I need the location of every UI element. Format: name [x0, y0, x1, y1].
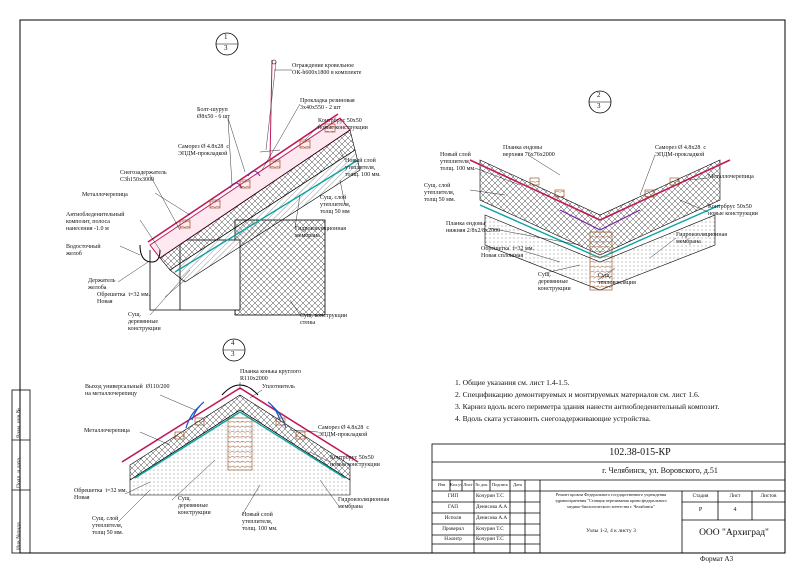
name-2: Денисова А.А [476, 515, 508, 521]
d4-metal-label: Металлочерепица [84, 428, 130, 434]
note-2: 2. Спецификацию демонтируемых и монтируе… [455, 390, 700, 399]
side-stamp-1: Взам. инв.№ [16, 407, 22, 438]
role-4: Н.контр [444, 536, 462, 542]
title-block-grid [431, 443, 786, 554]
d1-counter-label: Контрбрус 50x50 новые конструкции [318, 118, 368, 131]
d2-metal-label: Металлочерепица [708, 174, 754, 180]
d1-metal-label: Металлочерепица [82, 192, 128, 198]
sheet-title: Узлы 1-2, 4 к листу 3 [586, 528, 636, 534]
detail-2-valley [469, 90, 731, 291]
d1-wall-label: Сущ. конструкции стены [300, 313, 348, 326]
sheets-label: Листов [760, 493, 777, 499]
d4-seal-label: Уплотнитель [262, 384, 295, 390]
d4-wood-label: Сущ. деревянные конструкции [178, 496, 211, 516]
d2-new-layer-label: Новый слой утеплителя, толщ. 100 мм. [440, 152, 476, 172]
d2-wood-label: Сущ. деревянные конструкции [538, 272, 571, 292]
d4-outlet-label: Выход универсальный Ø110/200 на металлоч… [85, 384, 170, 397]
sheet-value: 4 [733, 507, 737, 513]
d1-snowguard-label: Снегозадержатель С3h150x3000 [120, 170, 167, 183]
head-list: Лист [463, 482, 473, 487]
role-1: ГАП [448, 504, 458, 510]
d2-exist-heat-label: Сущ. теплоизоляция [598, 273, 636, 286]
role-0: ГИП [447, 493, 459, 499]
d1-fence-label: Ограждение кровельное ОК-h600x1800 в ком… [292, 63, 362, 76]
d2-counter-label: Контрбрус 50x50 новые конструкции [708, 204, 758, 217]
note-4: 4. Вдоль ската установить снегозадержива… [455, 414, 651, 423]
stage-label: Стадия [692, 493, 709, 499]
d2-valley-bottom-label: Планка ендовы нижняя 2/8x2/8x2000 [446, 221, 501, 234]
sheet-frame [19, 19, 786, 554]
name-3: Кочурин Т.С [476, 526, 504, 532]
head-izm: Изм [437, 482, 446, 487]
head-koluch: Кол.уч [450, 482, 462, 487]
name-1: Денисова А.А [476, 504, 508, 510]
name-4: Кочурин Т.С [476, 536, 504, 542]
d2-screw-label: Саморез Ø 4.8x28 с ЭПДМ-прокладкой [655, 145, 707, 158]
name-0: Кочурин Т.С [476, 493, 504, 499]
detail-1-eave [117, 32, 361, 316]
d1-exist-ins-label: Сущ. слой утеплителя, толщ 50 мм [320, 195, 351, 215]
d1-gasket-label: Прокладка резиновая 3x40x550 - 2 шт [300, 98, 355, 111]
d1-new-layer-label: Новый слой утеплителя, толщ. 100 мм. [345, 158, 381, 178]
format-label: Формат А3 [700, 555, 734, 563]
sheet-label: Лист [729, 493, 741, 499]
role-2: Исполн [444, 515, 462, 521]
d2-valley-top-label: Планка ендовы верхняя 76x76x2000 [503, 145, 555, 158]
d4-board-label: Обрешетка t=32 мм. Новая [74, 488, 128, 501]
d1-board-label: Обрешетка t=32 мм. Новая [97, 292, 151, 305]
d4-exist-ins-label: Сущ. слой утеплителя, толщ 50 мм. [92, 516, 124, 536]
d2-exist-ins-label: Сущ. слой утеплителя, толщ 50 мм. [424, 183, 456, 203]
d4-membrane-label: Гидроизоляционная мембрана [338, 497, 389, 510]
stage-value: Р [698, 507, 703, 513]
callout-4-sheet: 3 [231, 350, 235, 358]
d4-new-layer-label: Новый слой утеплителя, толщ. 100 мм. [242, 512, 278, 532]
address: г. Челябинск, ул. Воровского, д.51 [602, 466, 718, 475]
company-name: ООО "Архиград" [699, 528, 769, 538]
note-3: 3. Карниз вдоль всего периметра здания н… [455, 402, 720, 411]
note-1: 1. Общие указания см. лист 1.4-1.5. [455, 378, 570, 387]
d1-holder-label: Держатель желоба [88, 278, 116, 291]
doc-code: 102.38-015-КР [609, 447, 671, 458]
d2-membrane-label: Гидроизоляционная мембрана [676, 232, 727, 245]
d4-counter-label: Контрбрус 50x50 новые конструкции [330, 455, 380, 468]
d1-bolt-label: Болт-шуруп Ø8x50 - 6 шт [197, 107, 231, 120]
d4-screw-label: Саморез Ø 4.8x28 с ЭПДМ-прокладкой [318, 425, 370, 438]
callout-2-num: 2 [597, 91, 601, 99]
side-stamp-2: Подп. и дата [16, 458, 22, 488]
side-stamp-strip [11, 389, 31, 554]
callout-4-num: 4 [231, 339, 235, 347]
d1-antiice-label: Антиобледенительный композит, полоса нан… [66, 212, 125, 232]
callout-1-num: 1 [224, 33, 228, 41]
d4-ridge-label: Планка конька круглого R110x2000 [240, 369, 302, 382]
head-sign: Подпись [491, 482, 509, 487]
d1-screw-label: Саморез Ø 4.8x28 с ЭПДМ-прокладкой [178, 144, 230, 157]
d1-membrane-label: Гидроизоляционная мембрана [295, 226, 346, 239]
d1-wood-label: Сущ. деревянные конструкции [128, 312, 161, 332]
side-stamp-3: Инв.№подл. [16, 520, 22, 550]
detail-4-ridge [117, 338, 359, 523]
project-title: Ремонт кровли Федерального государственн… [555, 492, 667, 509]
role-3: Проверил [442, 526, 464, 532]
head-date: Дата [513, 482, 522, 487]
callout-2-sheet: 3 [597, 102, 601, 110]
d2-board-label: Обрешетка t=32 мм. Новая сплошная [481, 246, 535, 259]
d1-gutter-label: Водосточный желоб [66, 244, 101, 257]
head-doc: № док. [475, 482, 489, 487]
callout-1-sheet: 3 [224, 44, 228, 52]
